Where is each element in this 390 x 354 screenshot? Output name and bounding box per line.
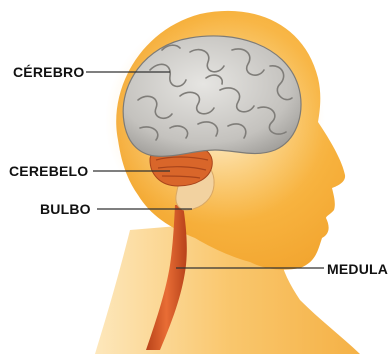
label-bulbo: BULBO xyxy=(40,201,91,217)
label-medula: MEDULA xyxy=(327,261,388,277)
label-cerebelo: CEREBELO xyxy=(9,163,88,179)
label-cerebro: CÉREBRO xyxy=(13,64,84,80)
